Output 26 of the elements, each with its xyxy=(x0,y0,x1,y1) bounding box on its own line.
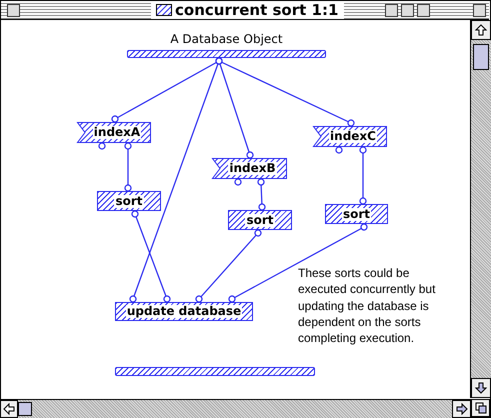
operation-label: indexA xyxy=(92,126,142,139)
output-bar xyxy=(115,367,315,376)
operation-label: sort xyxy=(114,194,144,208)
connector-line xyxy=(195,229,262,303)
connector-line xyxy=(124,142,132,192)
window-title: concurrent sort 1:1 xyxy=(151,1,344,19)
operation-label: indexC xyxy=(329,130,377,143)
operation-label: sort xyxy=(342,208,372,220)
operation-label: sort xyxy=(245,214,275,226)
connector-line xyxy=(257,178,266,211)
bar-title: A Database Object xyxy=(170,32,283,46)
get-operation-box xyxy=(77,122,151,143)
connector-line xyxy=(215,57,355,127)
operation-box xyxy=(325,204,388,224)
operation-label: update database xyxy=(126,305,242,318)
connector-line xyxy=(129,57,223,303)
connector-line xyxy=(228,223,368,303)
operation-box xyxy=(228,210,292,230)
operation-box xyxy=(97,191,161,211)
connector-line xyxy=(359,146,367,205)
operation-box xyxy=(115,302,253,321)
get-operation-box xyxy=(212,158,287,179)
note-text: These sorts could be executed concurrently but updating the database is dependent on the sorts completing execution. xyxy=(298,265,436,346)
connector-line xyxy=(131,210,171,303)
operation-label: indexB xyxy=(228,162,277,175)
get-operation-box xyxy=(313,126,387,147)
